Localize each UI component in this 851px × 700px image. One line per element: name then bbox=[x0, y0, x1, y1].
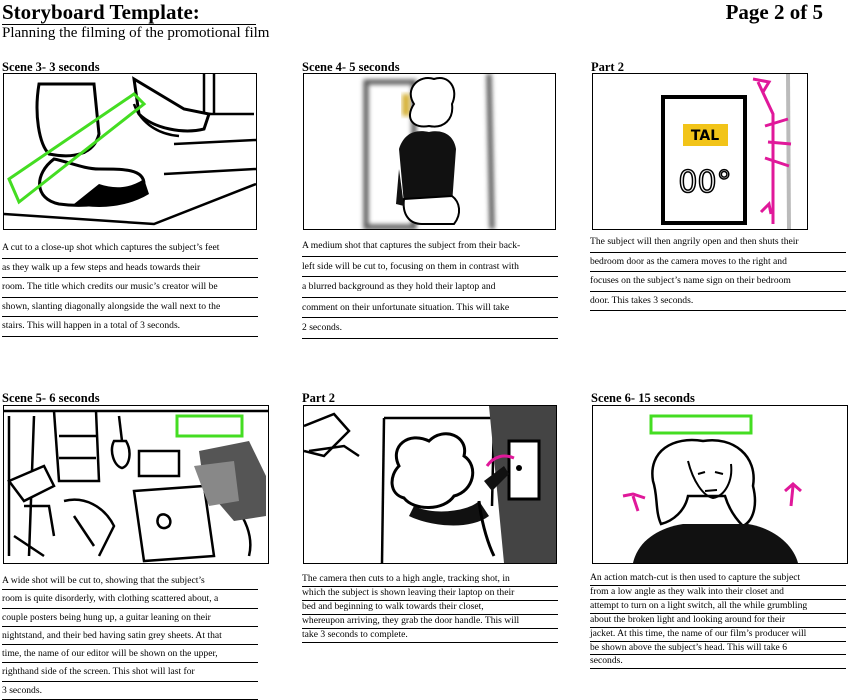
description-line: bed and beginning to walk towards their … bbox=[302, 601, 558, 615]
feet-on-stairs-sketch bbox=[4, 74, 256, 226]
description-line: stairs. This will happen in a total of 3… bbox=[2, 317, 258, 337]
messy-room-sketch bbox=[4, 409, 268, 563]
panel-6-label: Scene 6- 15 seconds bbox=[591, 391, 695, 405]
door-sign-text: TAL bbox=[691, 128, 719, 144]
panel-1-sketch bbox=[3, 73, 257, 230]
description-line: The camera then cuts to a high angle, tr… bbox=[302, 573, 558, 587]
description-line: a blurred background as they hold their … bbox=[302, 277, 558, 298]
bedroom-door-sign-sketch: TAL 00° bbox=[661, 74, 792, 229]
panel-5-description: The camera then cuts to a high angle, tr… bbox=[302, 573, 558, 643]
description-line: jacket. At this time, the name of our fi… bbox=[590, 628, 846, 642]
panel-3-description: The subject will then angrily open and t… bbox=[590, 233, 846, 311]
subject-back-view-sketch bbox=[363, 74, 495, 229]
panel-4-description: A wide shot will be cut to, showing that… bbox=[2, 572, 258, 700]
description-line: door. This takes 3 seconds. bbox=[590, 292, 846, 311]
description-line: be shown above the subject’s head. This … bbox=[590, 642, 846, 656]
description-line: time, the name of our editor will be sho… bbox=[2, 645, 258, 664]
panel-3-label: Part 2 bbox=[591, 60, 624, 74]
page-title: Storyboard Template: bbox=[2, 0, 200, 24]
description-line: which the subject is shown leaving their… bbox=[302, 587, 558, 601]
description-line: bedroom door as the camera moves to the … bbox=[590, 253, 846, 272]
description-line: as they walk up a few steps and heads to… bbox=[2, 259, 258, 278]
panel-4-sketch bbox=[3, 405, 269, 564]
description-line: The subject will then angrily open and t… bbox=[590, 233, 846, 253]
panel-1-description: A cut to a close-up shot which captures … bbox=[2, 239, 258, 337]
description-line: An action match-cut is then used to capt… bbox=[590, 572, 846, 586]
description-line: take 3 seconds to complete. bbox=[302, 629, 558, 643]
panel-3-sketch: TAL 00° bbox=[592, 73, 808, 230]
description-line: from a low angle as they walk into their… bbox=[590, 586, 846, 600]
door-number-text: 00° bbox=[678, 165, 731, 200]
panel-6-sketch bbox=[592, 405, 848, 564]
description-line: righthand side of the screen. This shot … bbox=[2, 663, 258, 682]
description-line: comment on their unfortunate situation. … bbox=[302, 298, 558, 318]
low-angle-closet-sketch bbox=[622, 414, 802, 563]
description-line: attempt to turn on a light switch, all t… bbox=[590, 600, 846, 614]
description-line: seconds. bbox=[590, 655, 846, 670]
panel-5-label: Part 2 bbox=[302, 391, 335, 405]
title-underline bbox=[2, 24, 256, 25]
panel-4-label: Scene 5- 6 seconds bbox=[2, 391, 100, 405]
panel-6-description: An action match-cut is then used to capt… bbox=[590, 572, 846, 670]
panel-2-sketch bbox=[303, 73, 556, 230]
high-angle-tracking-sketch bbox=[304, 406, 556, 563]
page-number: Page 2 of 5 bbox=[725, 0, 823, 24]
panel-5-sketch bbox=[303, 405, 557, 564]
description-line: focuses on the subject’s name sign on th… bbox=[590, 272, 846, 292]
description-line: 2 seconds. bbox=[302, 318, 558, 339]
description-line: left side will be cut to, focusing on th… bbox=[302, 257, 558, 277]
description-line: shown, slanting diagonally alongside the… bbox=[2, 298, 258, 317]
page-subtitle: Planning the filming of the promotional … bbox=[2, 25, 270, 41]
description-line: A medium shot that captures the subject … bbox=[302, 236, 558, 257]
panel-1-label: Scene 3- 3 seconds bbox=[2, 60, 100, 74]
description-line: A cut to a close-up shot which captures … bbox=[2, 239, 258, 259]
description-line: room is quite disorderly, with clothing … bbox=[2, 590, 258, 609]
description-line: about the broken light and looking aroun… bbox=[590, 614, 846, 628]
description-line: whereupon arriving, they grab the door h… bbox=[302, 615, 558, 629]
description-line: room. The title which credits our music’… bbox=[2, 278, 258, 298]
description-line: couple posters being hung up, a guitar l… bbox=[2, 609, 258, 627]
description-line: nightstand, and their bed having satin g… bbox=[2, 627, 258, 646]
description-line: A wide shot will be cut to, showing that… bbox=[2, 572, 258, 591]
panel-2-label: Scene 4- 5 seconds bbox=[302, 60, 400, 74]
panel-2-description: A medium shot that captures the subject … bbox=[302, 236, 558, 339]
